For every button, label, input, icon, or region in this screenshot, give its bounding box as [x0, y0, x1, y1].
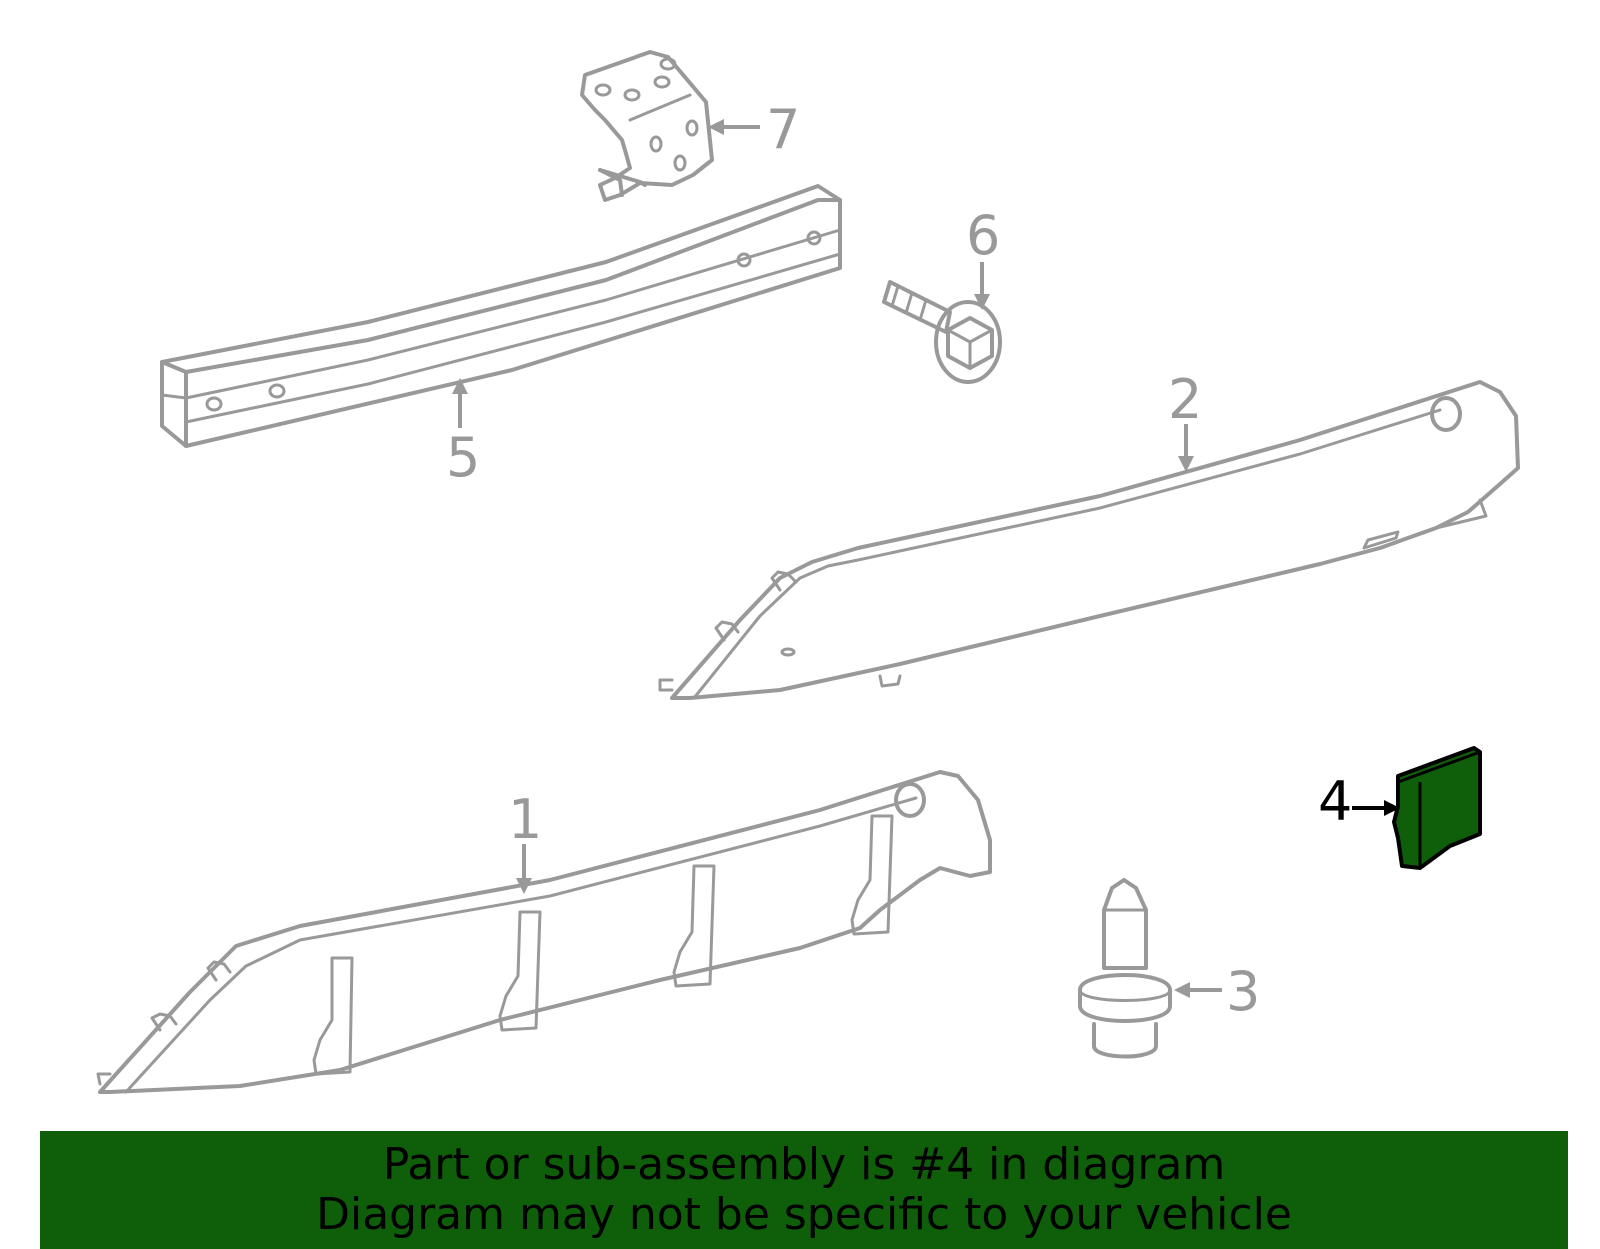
callout-arrow-6	[974, 262, 990, 310]
part-5-impact-bar[interactable]	[160, 184, 842, 448]
part-1-lower-valance[interactable]	[96, 770, 992, 1094]
callout-1: 1	[508, 788, 542, 851]
callout-arrow-7	[708, 119, 760, 135]
callout-arrow-4	[1352, 800, 1400, 816]
callout-arrow-1	[516, 844, 532, 894]
part-6-bolt[interactable]	[882, 280, 1002, 384]
callout-arrow-5	[452, 378, 468, 428]
callout-arrow-2	[1178, 424, 1194, 472]
callout-2: 2	[1168, 368, 1202, 431]
part-2-bumper-cover[interactable]	[658, 380, 1520, 700]
callout-5: 5	[446, 426, 480, 489]
part-4-highlighted[interactable]	[1392, 746, 1482, 870]
banner-line-disclaimer: Diagram may not be specific to your vehi…	[316, 1189, 1292, 1240]
callout-4: 4	[1318, 770, 1352, 833]
callout-arrow-3	[1174, 982, 1222, 998]
callout-7: 7	[766, 98, 800, 161]
callout-6: 6	[966, 204, 1000, 267]
part-3-clip[interactable]	[1078, 878, 1172, 1059]
banner-line-part: Part or sub-assembly is #4 in diagram	[382, 1139, 1226, 1190]
part-7-bracket[interactable]	[580, 50, 714, 202]
info-banner: Part or sub-assembly is #4 in diagram Di…	[40, 1131, 1568, 1249]
callout-3: 3	[1226, 960, 1260, 1023]
